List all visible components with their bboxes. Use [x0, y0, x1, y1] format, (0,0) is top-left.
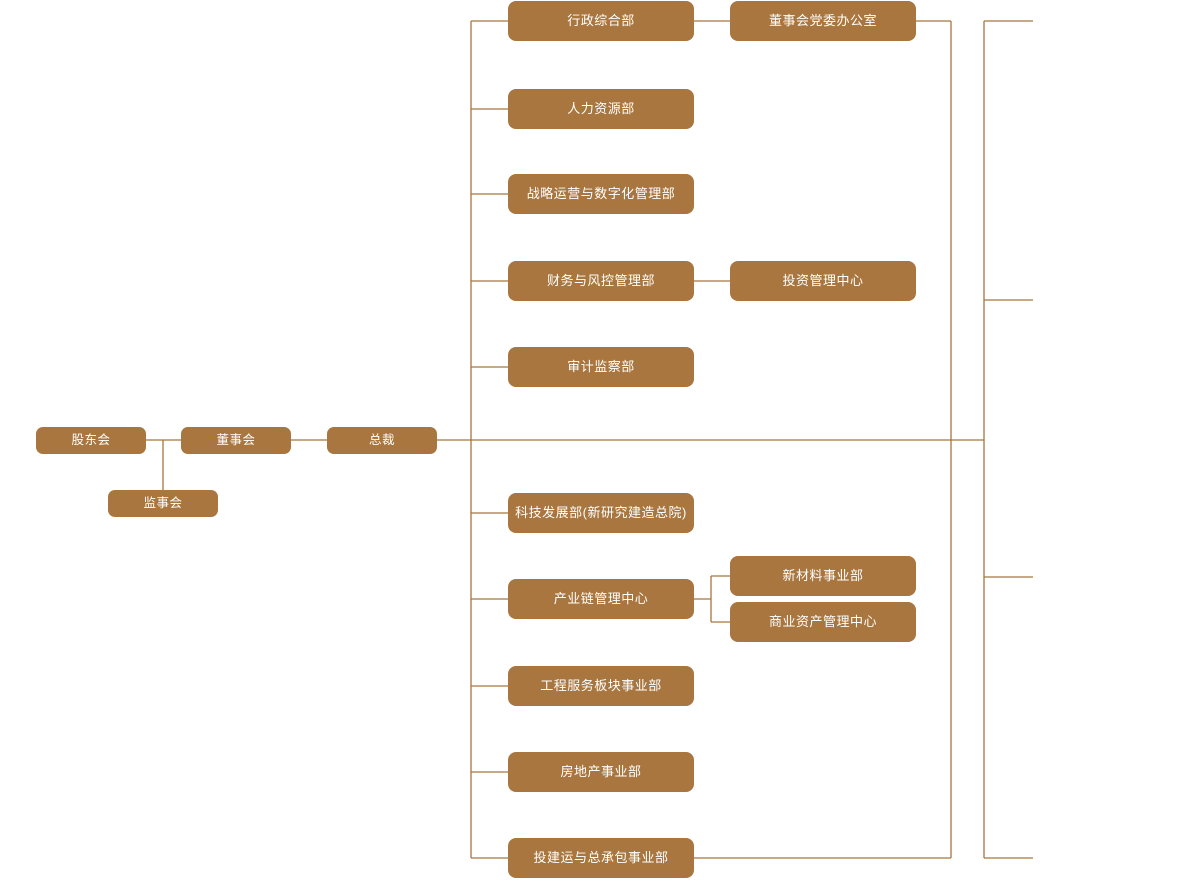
node-dept-admin[interactable]: 行政综合部	[508, 1, 694, 41]
node-dept-epc[interactable]: 投建运与总承包事业部	[508, 838, 694, 878]
node-dept-tech-label: 科技发展部(新研究建造总院)	[515, 505, 687, 521]
node-dept-chain-label: 产业链管理中心	[553, 591, 649, 607]
node-dept-hr-label: 人力资源部	[567, 101, 635, 117]
node-dept-engineering-label: 工程服务板块事业部	[540, 678, 662, 694]
node-dept-realestate[interactable]: 房地产事业部	[508, 752, 694, 792]
node-commercial-assets[interactable]: 商业资产管理中心	[730, 602, 916, 642]
node-board-party-office[interactable]: 董事会党委办公室	[730, 1, 916, 41]
node-shareholders[interactable]: 股东会	[36, 427, 146, 454]
node-board-party-office-label: 董事会党委办公室	[768, 13, 877, 29]
node-dept-admin-label: 行政综合部	[567, 13, 635, 29]
node-new-materials[interactable]: 新材料事业部	[730, 556, 916, 596]
node-commercial-assets-label: 商业资产管理中心	[768, 614, 877, 630]
node-dept-tech[interactable]: 科技发展部(新研究建造总院)	[508, 493, 694, 533]
node-president[interactable]: 总裁	[327, 427, 437, 454]
node-dept-hr[interactable]: 人力资源部	[508, 89, 694, 129]
node-investment-center[interactable]: 投资管理中心	[730, 261, 916, 301]
node-dept-engineering[interactable]: 工程服务板块事业部	[508, 666, 694, 706]
node-board[interactable]: 董事会	[181, 427, 291, 454]
node-dept-epc-label: 投建运与总承包事业部	[533, 850, 669, 866]
node-dept-audit-label: 审计监察部	[567, 359, 635, 375]
node-supervisors-label: 监事会	[143, 496, 183, 510]
node-supervisors[interactable]: 监事会	[108, 490, 218, 517]
node-president-label: 总裁	[368, 433, 395, 447]
node-dept-chain[interactable]: 产业链管理中心	[508, 579, 694, 619]
node-dept-strategy-label: 战略运营与数字化管理部	[526, 186, 676, 202]
node-new-materials-label: 新材料事业部	[782, 568, 864, 584]
node-investment-center-label: 投资管理中心	[782, 273, 864, 289]
node-dept-realestate-label: 房地产事业部	[560, 764, 642, 780]
node-dept-finance[interactable]: 财务与风控管理部	[508, 261, 694, 301]
node-dept-audit[interactable]: 审计监察部	[508, 347, 694, 387]
node-dept-finance-label: 财务与风控管理部	[546, 273, 655, 289]
node-shareholders-label: 股东会	[71, 433, 111, 447]
node-dept-strategy[interactable]: 战略运营与数字化管理部	[508, 174, 694, 214]
node-board-label: 董事会	[216, 433, 256, 447]
